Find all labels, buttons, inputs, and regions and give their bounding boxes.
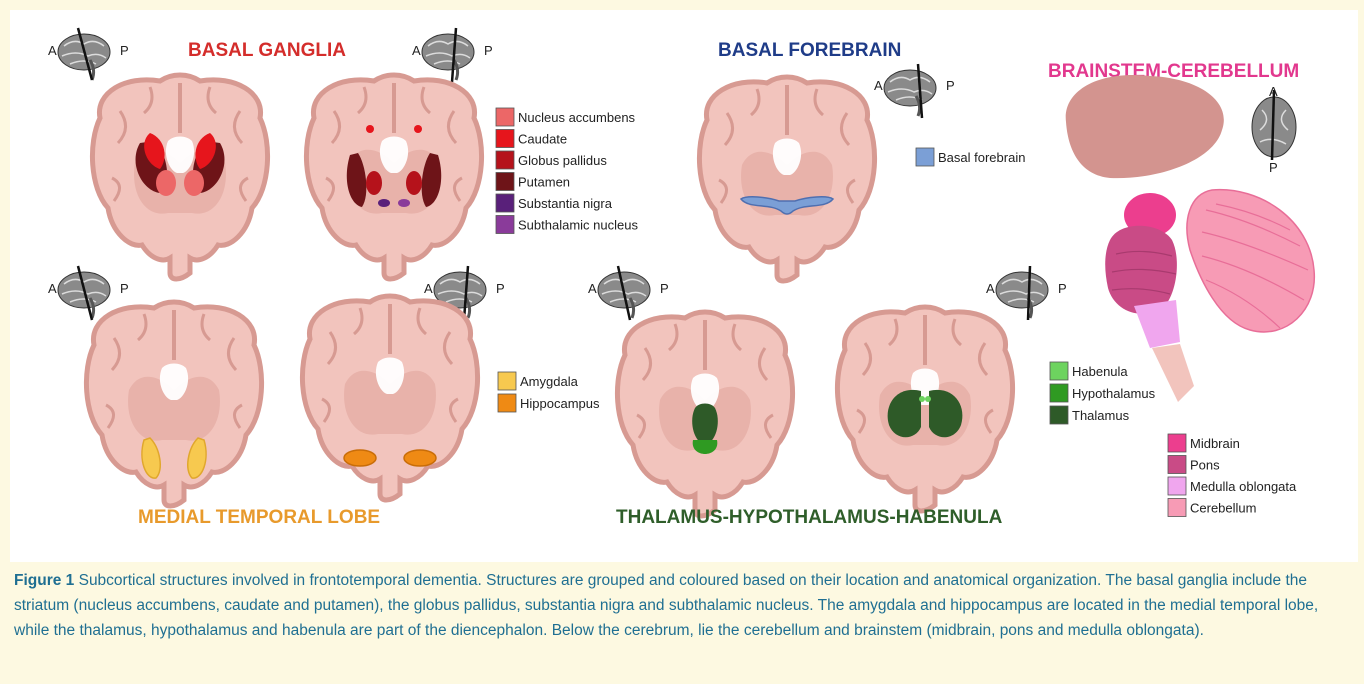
- sagittal-brain-icon: [58, 272, 110, 318]
- basal-forebrain-legend: Basal forebrain: [916, 148, 1025, 166]
- nucleus-accumbens-shape: [184, 170, 204, 196]
- sagittal-brain-icon: [422, 34, 474, 80]
- brain-slice-hypothalamus: [617, 312, 792, 516]
- caudate-shape: [366, 125, 374, 133]
- orientation-p-label-6: P: [496, 281, 505, 296]
- sagittal-brain-icon: [996, 272, 1048, 318]
- legend-label: Pons: [1190, 458, 1220, 473]
- basal-ganglia-title: BASAL GANGLIA: [188, 40, 346, 61]
- legend-label: Amygdala: [520, 374, 579, 389]
- basal-forebrain-title: BASAL FOREBRAIN: [718, 40, 901, 61]
- legend-swatch: [1168, 477, 1186, 495]
- legend-label: Hypothalamus: [1072, 386, 1156, 401]
- orientation-p-label-1: P: [120, 43, 129, 58]
- thalamus-group: A P A P THALAMUS-HYPOTHALAMUS-HABENULA: [588, 266, 1067, 528]
- habenula-shape: [925, 396, 931, 402]
- orientation-p-label-7: P: [660, 281, 669, 296]
- globus-pallidus-shape: [366, 171, 382, 195]
- hippocampus-shape: [344, 450, 376, 466]
- legend-label: Nucleus accumbens: [518, 110, 636, 125]
- legend-swatch: [1168, 434, 1186, 452]
- legend-label: Cerebellum: [1190, 501, 1256, 516]
- brain-slice-hippocampus: [302, 296, 477, 500]
- legend-label: Putamen: [518, 175, 570, 190]
- legend-swatch: [1168, 456, 1186, 474]
- legend-label: Globus pallidus: [518, 153, 607, 168]
- orientation-a-label-4: A: [1269, 84, 1278, 99]
- orientation-a-label-8: A: [986, 281, 995, 296]
- basal-ganglia-group: A P BASAL GANGLIA A P: [48, 28, 493, 279]
- brain-slice-amygdala: [86, 302, 261, 506]
- sagittal-brain-icon: [58, 34, 110, 80]
- orientation-a-label-7: A: [588, 281, 597, 296]
- caudate-shape: [414, 125, 422, 133]
- caption-text: Subcortical structures involved in front…: [14, 572, 1318, 639]
- legend-swatch: [496, 130, 514, 148]
- cerebellum-shape: [1187, 190, 1314, 332]
- cerebrum-shape: [1066, 75, 1224, 178]
- legend-label: Substantia nigra: [518, 196, 613, 211]
- legend-swatch: [496, 216, 514, 234]
- figure-svg: A P BASAL GANGLIA A P: [10, 10, 1358, 562]
- medial-temporal-lobe-title: MEDIAL TEMPORAL LOBE: [138, 507, 380, 528]
- medulla-oblongata-shape: [1134, 300, 1180, 348]
- orientation-p-label-3: P: [946, 78, 955, 93]
- globus-pallidus-shape: [406, 171, 422, 195]
- figure-caption: Figure 1 Subcortical structures involved…: [14, 568, 1344, 643]
- legend-swatch: [916, 148, 934, 166]
- orientation-a-label-3: A: [874, 78, 883, 93]
- orientation-p-label-2: P: [484, 43, 493, 58]
- legend-label: Habenula: [1072, 364, 1128, 379]
- legend-label: Midbrain: [1190, 436, 1240, 451]
- brain-slice-anterior: [92, 75, 267, 279]
- legend-swatch: [496, 173, 514, 191]
- orientation-a-label-5: A: [48, 281, 57, 296]
- orientation-a-label-1: A: [48, 43, 57, 58]
- hippocampus-shape: [404, 450, 436, 466]
- orientation-p-label-8: P: [1058, 281, 1067, 296]
- sagittal-brain-icon: [884, 70, 936, 116]
- legend-swatch: [1168, 499, 1186, 517]
- orientation-p-label-5: P: [120, 281, 129, 296]
- legend-label: Subthalamic nucleus: [518, 218, 638, 233]
- legend-swatch: [1050, 384, 1068, 402]
- legend-swatch: [1050, 362, 1068, 380]
- legend-label: Hippocampus: [520, 396, 600, 411]
- legend-label: Caudate: [518, 132, 567, 147]
- legend-label: Basal forebrain: [938, 150, 1025, 165]
- legend-label: Thalamus: [1072, 408, 1130, 423]
- orientation-a-label-2: A: [412, 43, 421, 58]
- brain-slice-posterior: [306, 75, 481, 279]
- spinal-cord-shape: [1152, 344, 1194, 402]
- legend-swatch: [496, 108, 514, 126]
- figure-panel: A P BASAL GANGLIA A P: [10, 10, 1358, 562]
- nucleus-accumbens-shape: [156, 170, 176, 196]
- legend-swatch: [498, 372, 516, 390]
- orientation-p-label-4: P: [1269, 160, 1278, 175]
- caption-label: Figure 1: [14, 572, 74, 589]
- orientation-a-label-6: A: [424, 281, 433, 296]
- medial-temporal-lobe-group: A P A P MEDIAL TEMPORAL LOBE: [48, 266, 505, 528]
- legend-swatch: [496, 151, 514, 169]
- brainstem-cerebellum-group: BRAINSTEM-CEREBELLUM A P: [1048, 61, 1314, 402]
- legend-swatch: [498, 394, 516, 412]
- thalamus-title: THALAMUS-HYPOTHALAMUS-HABENULA: [616, 507, 1003, 528]
- subthalamic-nucleus-shape: [398, 199, 410, 207]
- habenula-shape: [919, 396, 925, 402]
- legend-swatch: [496, 194, 514, 212]
- brain-slice-forebrain: [699, 77, 874, 281]
- brain-slice-thalamus: [837, 307, 1012, 511]
- substantia-nigra-shape: [378, 199, 390, 207]
- legend-swatch: [1050, 406, 1068, 424]
- legend-label: Medulla oblongata: [1190, 479, 1297, 494]
